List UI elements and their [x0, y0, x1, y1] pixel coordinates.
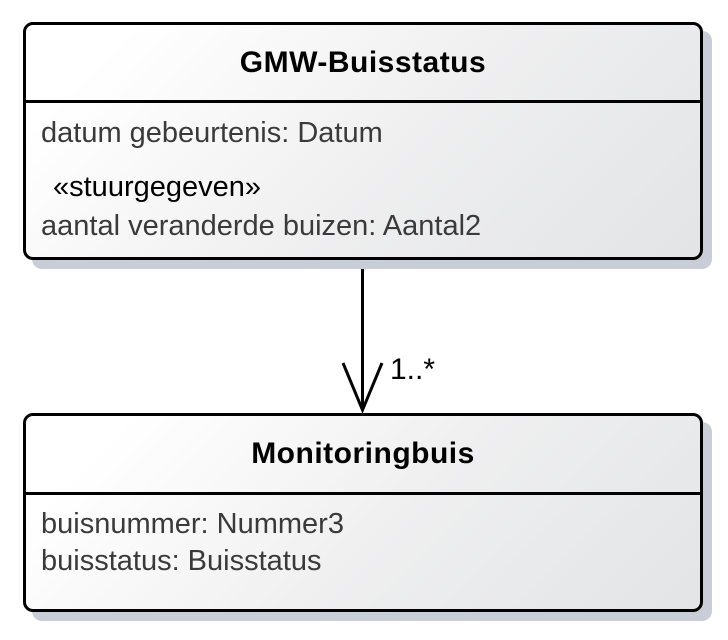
attribute-aantal-veranderde-buizen: aantal veranderde buizen: Aantal2 — [41, 210, 482, 242]
class-gmw-buisstatus[interactable]: GMW-Buisstatus datum gebeurtenis: Datum … — [23, 22, 703, 260]
class-title-monitoringbuis: Monitoringbuis — [26, 416, 700, 495]
stereotype-stuurgegeven: «stuurgegeven» — [53, 171, 261, 203]
class-title-gmw-buisstatus: GMW-Buisstatus — [26, 25, 700, 103]
multiplicity-label: 1..* — [390, 353, 436, 386]
attribute-datum-gebeurtenis: datum gebeurtenis: Datum — [41, 117, 383, 149]
class-monitoringbuis[interactable]: Monitoringbuis buisnummer: Nummer3 buiss… — [23, 413, 703, 612]
attribute-buisnummer: buisnummer: Nummer3 — [41, 508, 344, 540]
attribute-buisstatus: buisstatus: Buisstatus — [41, 545, 322, 577]
